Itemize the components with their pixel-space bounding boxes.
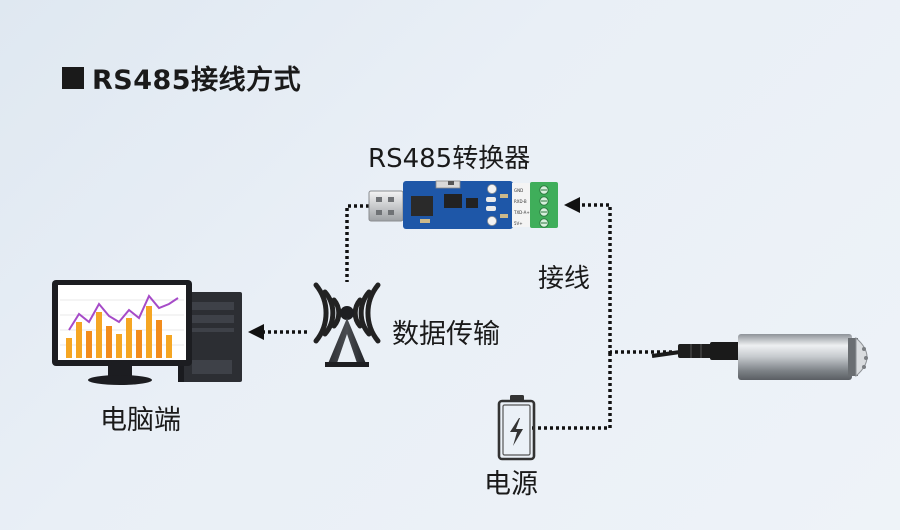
line-power-to-junction (532, 352, 612, 430)
computer-icon (52, 280, 242, 385)
label-wiring: 接线 (538, 264, 591, 294)
arrow-to-pc (248, 324, 264, 340)
line-sensor-to-converter (578, 203, 672, 354)
terminal-label-strip (512, 183, 530, 227)
monitor-base (88, 375, 152, 385)
connection-lines (264, 203, 672, 430)
mini-chart (60, 294, 184, 358)
label-transmission: 数据传输 (392, 319, 500, 350)
page-title: RS485接线方式 (62, 58, 301, 97)
sensor-probe-icon (651, 334, 868, 380)
line-converter-to-antenna (345, 204, 369, 282)
terminal-label-txd: TXD-A+ (513, 210, 530, 215)
arrowheads (248, 197, 580, 340)
antenna-icon (313, 282, 381, 367)
label-computer: 电脑端 (100, 405, 181, 436)
title-text: RS485接线方式 (92, 65, 302, 96)
arrow-to-converter (564, 197, 580, 213)
terminal-label-5v: 5V+ (514, 221, 523, 226)
title-bullet (62, 66, 84, 89)
monitor-neck (108, 366, 132, 376)
pc-tower (178, 292, 242, 382)
label-converter: RS485转换器 (368, 144, 531, 174)
rs485-converter: GND RXD-B TXD-A+ 5V+ (368, 180, 558, 229)
terminal-label-rxd: RXD-B (514, 199, 527, 204)
sensor-cable (651, 350, 681, 358)
terminal-label-gnd: GND (514, 188, 523, 193)
battery-icon (497, 395, 536, 461)
terminal-block (530, 182, 558, 228)
label-power: 电源 (484, 469, 538, 500)
usb-plug-icon (368, 190, 404, 222)
